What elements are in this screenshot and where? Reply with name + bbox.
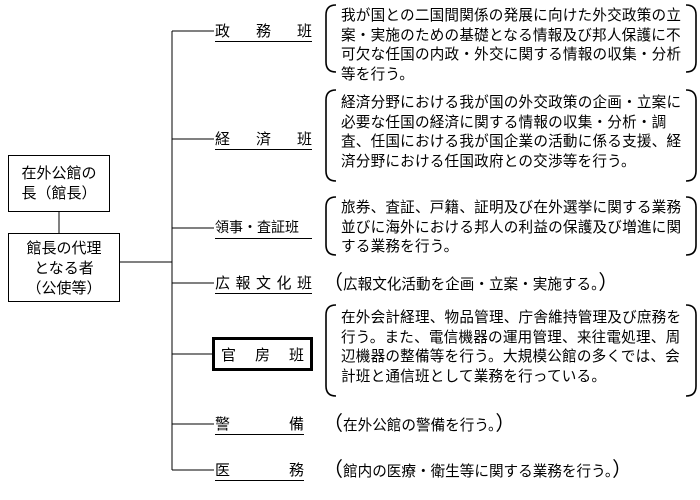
desc-seimu: 我が国との二国間関係の発展に向けた外交政策の立案・実施のための基礎となる情報及び…	[341, 7, 682, 83]
desc-keizai: 経済分野における我が国の外交政策の企画・立案に必要な任国の経済に関する情報の収集…	[341, 94, 682, 170]
head-box	[8, 155, 110, 212]
team-label-ryoji: 領事・査証班	[215, 217, 312, 239]
left-paren: （	[323, 457, 343, 481]
right-paren: ）	[598, 270, 619, 294]
desc-imu-row: （館内の医療・衛生等に関する業務を行う。）	[323, 459, 632, 482]
deputy-line-3: （公使等）	[26, 279, 102, 297]
left-bracket	[325, 304, 337, 397]
left-paren: （	[323, 270, 343, 294]
left-bracket	[325, 4, 337, 73]
desc-kanbo: 在外会計経理、物品管理、庁舎維持管理及び庶務を行う。また、電信機器の運用管理、来…	[341, 309, 682, 385]
deputy-line-2: となる者	[34, 259, 94, 277]
head-line-1: 在外公館の	[21, 164, 97, 182]
team-label-koho: 広 報 文 化 班	[215, 274, 312, 294]
deputy-box-text: 館長の代理 となる者 （公使等）	[9, 238, 119, 298]
right-bracket	[685, 196, 697, 256]
desc-koho: 広報文化活動を企画・立案・実施する。	[343, 276, 599, 293]
desc-keibi-row: （在外公館の警備を行う。）	[323, 413, 515, 436]
team-label-seimu: 政 務 班	[215, 22, 312, 42]
left-bracket	[325, 89, 337, 182]
desc-keibi: 在外公館の警備を行う。	[343, 417, 496, 434]
right-paren: ）	[495, 411, 516, 435]
right-bracket	[685, 304, 697, 397]
head-line-2: 長（館長）	[21, 184, 97, 202]
deputy-line-1: 館長の代理	[26, 239, 102, 257]
team-label-imu: 医 務	[215, 461, 304, 481]
desc-imu: 館内の医療・衛生等に関する業務を行う。	[343, 463, 613, 480]
right-bracket	[685, 89, 697, 182]
deputy-box	[8, 233, 120, 302]
left-paren: （	[323, 411, 343, 435]
team-label-keizai: 経 済 班	[215, 130, 312, 150]
desc-koho-row: （広報文化活動を企画・立案・実施する。）	[323, 272, 618, 295]
team-label-kanbo: 官 房 班	[212, 337, 313, 371]
right-paren: ）	[612, 457, 633, 481]
right-bracket	[685, 4, 697, 73]
left-bracket	[325, 196, 337, 256]
team-label-keibi: 警 備	[215, 415, 304, 435]
desc-ryoji: 旅券、査証、戸籍、証明及び在外選挙に関する業務並びに海外における邦人の利益の保護…	[341, 199, 682, 255]
head-box-text: 在外公館の 長（館長）	[9, 163, 109, 203]
